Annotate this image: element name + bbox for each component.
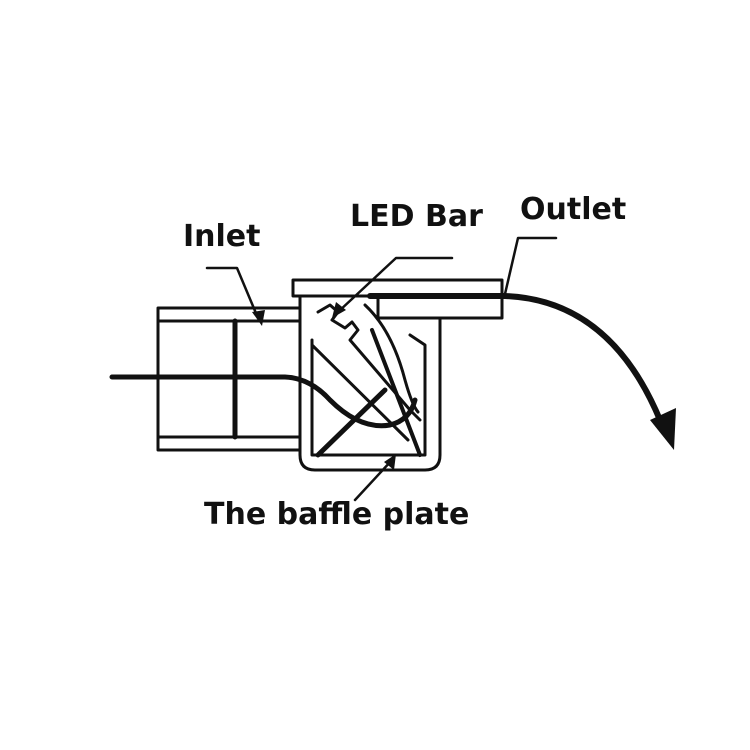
- led-bar-leader: [336, 256, 454, 314]
- outlet-arrowhead: [650, 408, 676, 450]
- leader-lines: [205, 236, 558, 502]
- baffle-plate: [315, 328, 422, 458]
- flow-path-out: [367, 293, 663, 423]
- inlet-label: Inlet: [183, 219, 261, 254]
- baffle-plate-label: The baffle plate: [204, 497, 469, 532]
- inlet-leader: [205, 266, 260, 320]
- outlet-leader: [503, 236, 558, 296]
- baffle-leader: [353, 458, 394, 502]
- outlet-label: Outlet: [520, 192, 626, 227]
- flow-path-in: [109, 374, 418, 429]
- led-bar-label: LED Bar: [350, 199, 483, 234]
